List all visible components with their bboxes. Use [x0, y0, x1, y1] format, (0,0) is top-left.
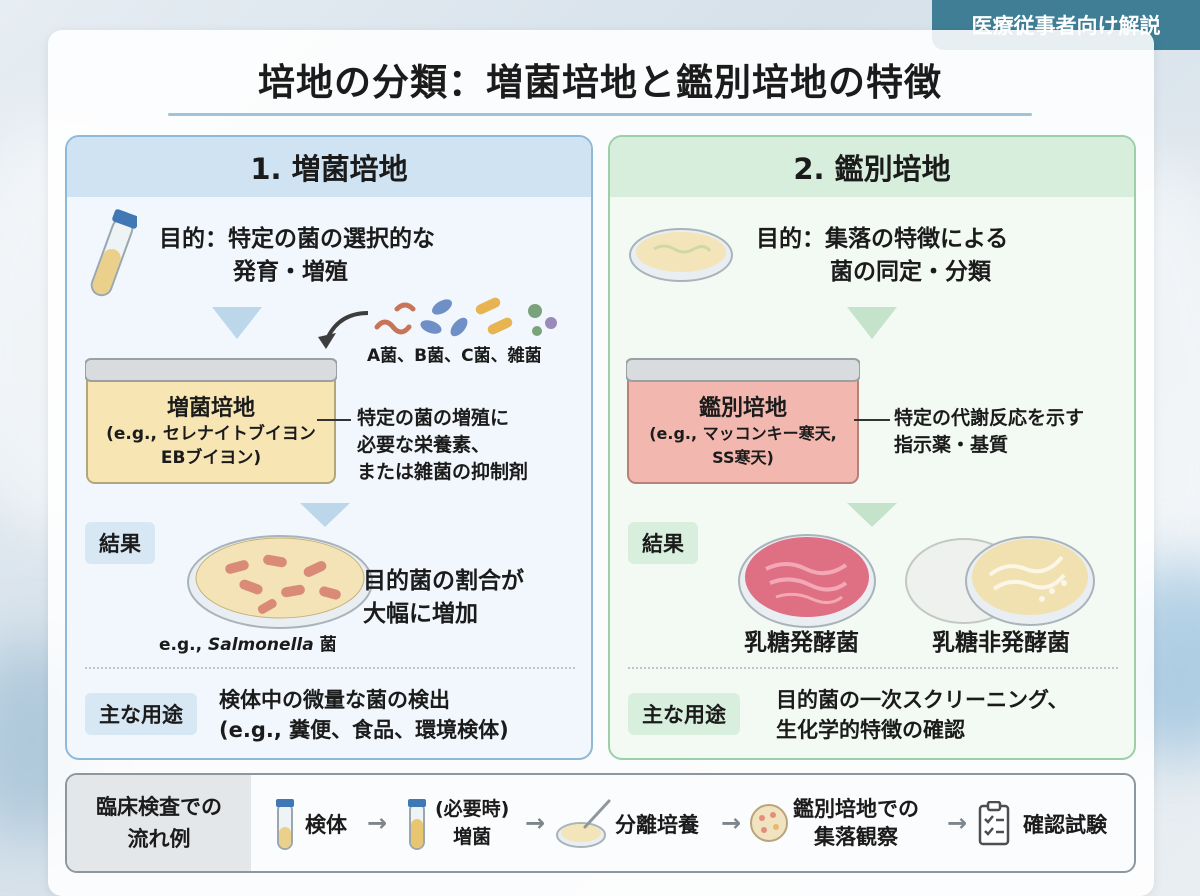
enrichment-note: 特定の菌の増殖に 必要な栄養素、 または雑菌の抑制剤 — [357, 407, 529, 483]
mixed-bacteria-icon — [374, 297, 557, 337]
enrichment-column: 1. 増菌培地 目的：特定の菌の選択的な 発育・増殖 A菌、B菌、C菌、雑菌 — [65, 135, 593, 760]
flow-label: 臨床検査での流れ例 — [67, 775, 251, 871]
flow-arrow-icon: → — [947, 809, 968, 837]
lactose-fermenter-label: 乳糖発酵菌 — [744, 630, 859, 656]
clipboard-check-icon — [978, 801, 1010, 846]
differential-medium-jar — [626, 358, 860, 484]
flow-step-confirmation: 確認試験 — [1023, 813, 1107, 837]
enrichment-result-text: 目的菌の割合が 大幅に増加 — [363, 568, 524, 627]
differential-note: 特定の代謝反応を示す 指示薬・基質 — [894, 407, 1085, 456]
down-arrow-icon — [847, 503, 897, 527]
enrichment-use-label: 主な用途 — [85, 693, 197, 735]
colony-dish-icon — [750, 804, 788, 842]
enrichment-result-label: 結果 — [85, 522, 155, 564]
enrichment-medium-label: 増菌培地 (e.g., セレナイトブイヨン EBブイヨン) — [106, 396, 316, 468]
example-organism: e.g., Salmonella 菌 — [159, 635, 337, 655]
flow-step-enrichment: (必要時) 増菌 — [435, 798, 510, 848]
title-underline — [168, 113, 1032, 116]
test-tube-icon — [90, 209, 137, 297]
enrichment-use-text: 検体中の微量な菌の検出 (e.g., 糞便、食品、環境検体) — [219, 688, 509, 742]
connector-line — [854, 419, 890, 421]
down-arrow-icon — [847, 307, 897, 339]
divider — [85, 667, 575, 669]
curved-arrow-icon — [318, 311, 369, 349]
flow-arrow-icon: → — [721, 809, 742, 837]
flow-arrow-icon: → — [525, 809, 546, 837]
connector-line — [317, 419, 351, 421]
petri-dish-icon — [629, 228, 733, 282]
differential-column: 2. 鑑別培地 目的：集落の特徴による 菌の同定・分類 鑑別培地 (e.g., … — [608, 135, 1136, 760]
lactose-fermenter-dish — [738, 534, 876, 628]
page-title: 培地の分類：増菌培地と鑑別培地の特徴 — [258, 61, 942, 104]
down-arrow-icon — [212, 307, 262, 339]
non-lactose-fermenter-label: 乳糖非発酵菌 — [932, 630, 1070, 656]
differential-use-text: 目的菌の一次スクリーニング、 生化学的特徴の確認 — [776, 688, 1069, 742]
clinical-flow: 臨床検査での流れ例 検体 → (必要時) 増菌 → 分離培養 → 鑑別培地での … — [65, 773, 1136, 873]
divider — [628, 667, 1118, 669]
down-arrow-icon — [300, 503, 350, 527]
non-lactose-fermenter-dish — [905, 536, 1095, 626]
specimen-tube-icon — [276, 799, 294, 850]
differential-purpose: 目的：集落の特徴による 菌の同定・分類 — [756, 226, 1009, 285]
bacteria-label: A菌、B菌、C菌、雑菌 — [367, 346, 542, 366]
enrichment-heading: 1. 増菌培地 — [67, 137, 591, 197]
differential-result-label: 結果 — [628, 522, 698, 564]
enrichment-tube-icon — [408, 799, 426, 850]
flow-arrow-icon: → — [367, 809, 388, 837]
isolation-dish-icon — [556, 799, 611, 848]
differential-heading: 2. 鑑別培地 — [610, 137, 1134, 197]
flow-step-specimen: 検体 — [305, 813, 347, 837]
flow-step-isolation: 分離培養 — [615, 813, 699, 837]
petri-dish-enrichment — [187, 535, 373, 629]
enrichment-purpose: 目的：特定の菌の選択的な 発育・増殖 — [159, 226, 435, 285]
differential-use-label: 主な用途 — [628, 693, 740, 735]
flow-step-observation: 鑑別培地での 集落観察 — [793, 797, 919, 849]
enrichment-medium-jar — [85, 358, 337, 484]
differential-medium-label: 鑑別培地 (e.g., マッコンキー寒天, SS寒天) — [649, 396, 837, 467]
